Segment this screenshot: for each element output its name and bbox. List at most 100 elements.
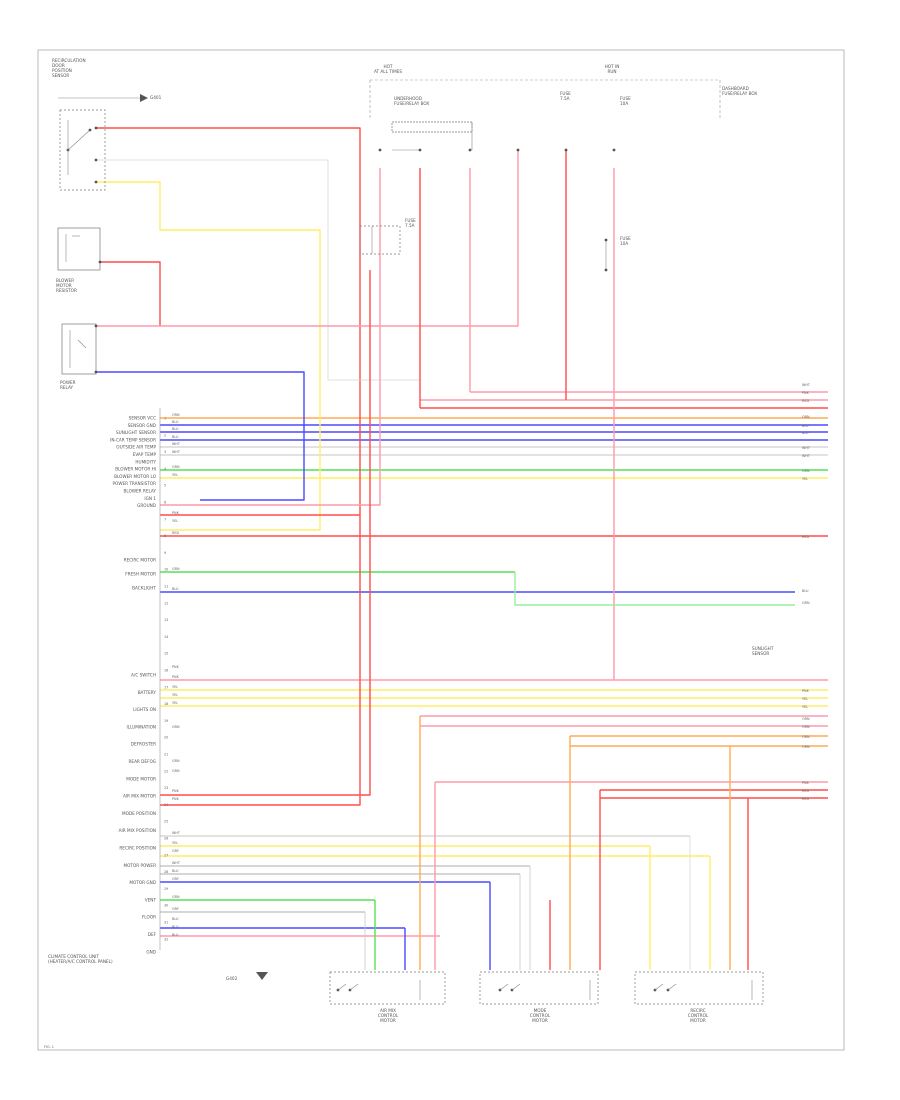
right-wire-label: PNK bbox=[802, 391, 810, 395]
unit-pin-label: EVAP TEMP bbox=[133, 452, 157, 457]
pin-wire-label: GRN bbox=[172, 895, 180, 899]
pin-wire-label: BLU bbox=[172, 420, 179, 424]
unit-pin-label: A/C SWITCH bbox=[131, 673, 156, 678]
sub-relay-label: FUSE bbox=[405, 218, 416, 223]
switch-arm bbox=[67, 129, 91, 151]
pin-wire-label: WHT bbox=[172, 450, 181, 454]
unit-pin-label: DEF bbox=[148, 932, 157, 937]
unit-pin-label: FRESH MOTOR bbox=[125, 572, 156, 577]
right-wire-label: ORN bbox=[802, 717, 810, 721]
hot-fuse-label: AT ALL TIMES bbox=[374, 69, 402, 74]
pin-wire-label: BLU bbox=[172, 587, 179, 591]
unit-pin-label: GROUND bbox=[137, 503, 156, 508]
pin-number: 29 bbox=[164, 887, 168, 891]
mode-motor-label: CONTROL bbox=[530, 1013, 551, 1018]
right-wire-label: ORN bbox=[802, 725, 810, 729]
pin-number: 24 bbox=[164, 803, 168, 807]
pin-wire-label: YEL bbox=[172, 685, 178, 689]
unit-pin-label: VENT bbox=[145, 897, 157, 902]
unit-pin-label: MOTOR GND bbox=[129, 880, 156, 885]
sensor-signal-wire bbox=[96, 159, 420, 381]
pin-number: 3 bbox=[164, 450, 166, 454]
connector-pin bbox=[418, 148, 422, 152]
pin-wire-label: GRN bbox=[172, 567, 180, 571]
right-fuse-label: FUSE bbox=[620, 236, 631, 241]
junction-dot bbox=[604, 238, 608, 242]
underhood-fuse-label: UNDERHOOD bbox=[394, 96, 422, 101]
sunlight-sensor-label: SUNLIGHT bbox=[752, 646, 774, 651]
ground-label: G401 bbox=[150, 95, 162, 100]
pin-wire-label: PNK bbox=[172, 665, 180, 669]
pin-wire-label: YEL bbox=[172, 701, 178, 705]
pin-wire-label: BLU bbox=[172, 933, 179, 937]
pin-wire-label: WHT bbox=[172, 442, 181, 446]
sub-relay-box bbox=[359, 225, 401, 255]
unit-pin-label: BACKLIGHT bbox=[132, 586, 156, 591]
pin-wire-label: ORN bbox=[172, 413, 180, 417]
pin-wire-label: YEL bbox=[172, 473, 178, 477]
pin-number: 2 bbox=[164, 433, 166, 437]
pin-number: 22 bbox=[164, 769, 168, 773]
pin-wire-label: GRN bbox=[172, 769, 180, 773]
fuse-strip-1 bbox=[391, 121, 473, 133]
mode-motor-box bbox=[479, 971, 599, 1005]
pin-number: 8 bbox=[164, 534, 166, 538]
unit-pin-label: OUTSIDE AIR TEMP bbox=[116, 445, 156, 450]
page-ref: FIG. 1 bbox=[44, 1045, 54, 1049]
mode-motor-label: MOTOR bbox=[532, 1018, 548, 1023]
run-fuse-label: HOT IN bbox=[605, 64, 620, 69]
fuse-b-label: 10A bbox=[620, 101, 628, 106]
connector-pin bbox=[94, 370, 98, 374]
pin-wire-label: BLU bbox=[172, 427, 179, 431]
right-wire-label: GRN bbox=[802, 601, 810, 605]
right-wire-label: BLU bbox=[802, 431, 809, 435]
pin-number: 26 bbox=[164, 837, 168, 841]
pin-wire-label: GRY bbox=[172, 877, 180, 881]
air-mix-motor-box bbox=[329, 971, 446, 1005]
dash-fuse-label: FUSE/RELAY BOX bbox=[722, 91, 757, 96]
unit-pin-label: IGN 1 bbox=[144, 496, 156, 501]
pin-wire-label: PNK bbox=[172, 789, 180, 793]
relay-out-wire bbox=[96, 150, 519, 327]
mode-motor-label: MODE bbox=[534, 1008, 547, 1013]
pin-wire-label: GRN bbox=[172, 759, 180, 763]
pin-number: 14 bbox=[164, 635, 168, 639]
right-wire-label: RED bbox=[802, 535, 809, 539]
recirc-motor-box bbox=[634, 971, 764, 1005]
right-wire-label: PNK bbox=[802, 781, 810, 785]
label-layer: RECIRCULATIONDOORPOSITIONSENSORG401BLOWE… bbox=[44, 58, 811, 1049]
pin-wire-label: GRN bbox=[172, 465, 180, 469]
power-relay-label: RELAY bbox=[60, 385, 74, 390]
power-relay-box bbox=[61, 323, 97, 375]
unit-pin-label: ILLUMINATION bbox=[127, 724, 157, 729]
recirc-door-sensor-label: POSITION bbox=[52, 68, 72, 73]
pin-wire-label: BLU bbox=[172, 917, 179, 921]
recirc-motor-label: RECIRC bbox=[690, 1008, 705, 1013]
pin-number: 21 bbox=[164, 753, 168, 757]
connector-pin bbox=[564, 148, 568, 152]
ground-2-label: G402 bbox=[226, 976, 238, 981]
pin-number: 31 bbox=[164, 921, 168, 925]
pin-wire-label: PNK bbox=[172, 511, 180, 515]
unit-pin-label: BLOWER MOTOR LO bbox=[114, 474, 157, 479]
right-wire-label: WHT bbox=[802, 454, 811, 458]
pin-number: 32 bbox=[164, 937, 168, 941]
sunlight-sensor-label: SENSOR bbox=[752, 651, 769, 656]
right-wire-label: WHT bbox=[802, 446, 811, 450]
connector-pin bbox=[378, 148, 382, 152]
pin-number: 10 bbox=[164, 568, 168, 572]
right-wire-label: WHT bbox=[802, 383, 811, 387]
right-wire-label: YEL bbox=[802, 477, 808, 481]
fuse-b-label: FUSE bbox=[620, 96, 631, 101]
pin-number: 1 bbox=[164, 417, 166, 421]
unit-pin-label: LIGHTS ON bbox=[133, 707, 156, 712]
pin-number: 5 bbox=[164, 484, 166, 488]
hot-fuse-label: HOT bbox=[383, 64, 392, 69]
pin-number: 28 bbox=[164, 870, 168, 874]
motor-switch bbox=[511, 983, 521, 991]
pin-number: 20 bbox=[164, 736, 168, 740]
wire-layer bbox=[96, 127, 828, 972]
run-fuse-label: RUN bbox=[607, 69, 616, 74]
ground-drop-wire bbox=[160, 940, 262, 972]
unit-pin-label: MODE POSITION bbox=[122, 811, 156, 816]
